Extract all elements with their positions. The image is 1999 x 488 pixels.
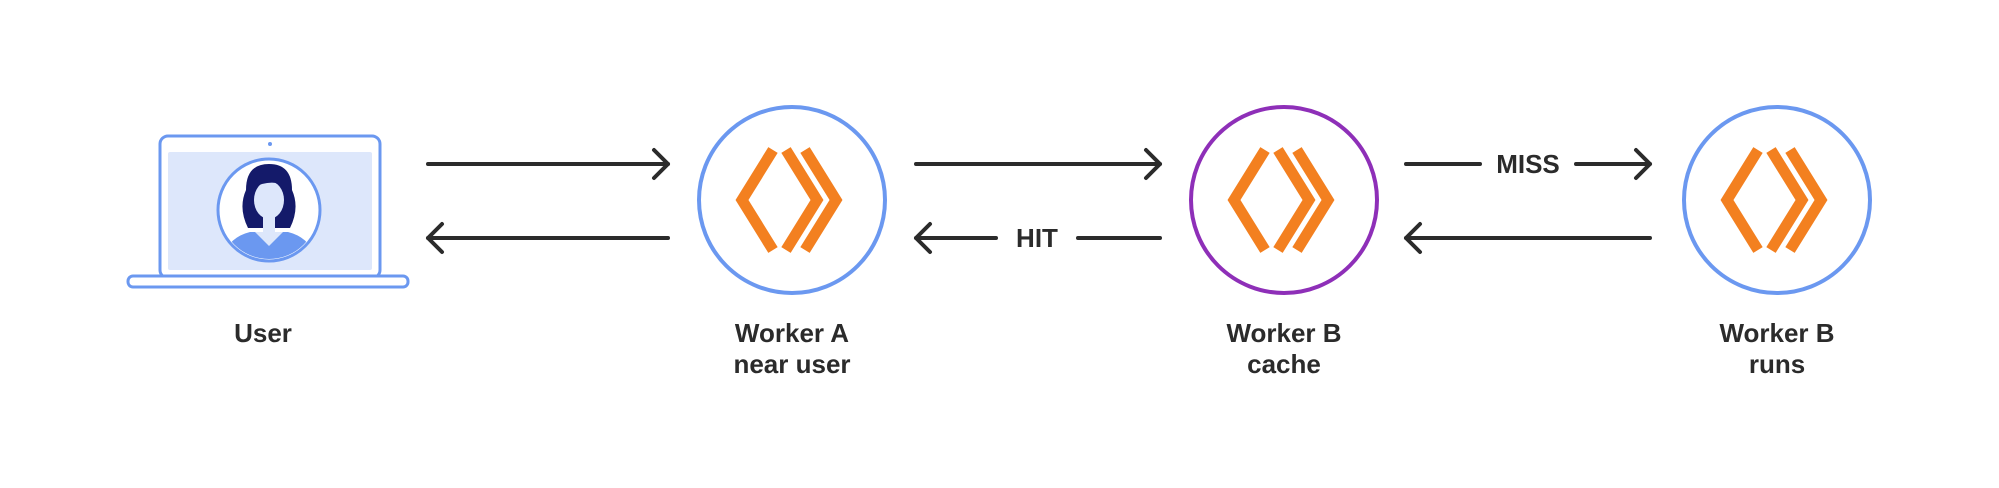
cloudflare-workers-logo-icon	[1227, 147, 1335, 253]
node-label-worker-b-cache-line-1: Worker B	[1226, 318, 1341, 348]
worker-b-runs-ring	[1682, 105, 1872, 295]
laptop-user-icon	[126, 134, 410, 289]
worker-b-cache-ring	[1189, 105, 1379, 295]
node-label-worker-b-cache-line-2: cache	[1247, 349, 1321, 379]
edge-worker-b-runs-to-worker-b-cache	[1404, 222, 1652, 254]
cloudflare-workers-logo-icon	[1720, 147, 1828, 253]
arrowhead-left-icon	[914, 222, 932, 254]
edge-label-hit: HIT	[1016, 223, 1058, 253]
avatar-neck	[263, 214, 275, 232]
edge-worker-b-cache-to-worker-a: HIT	[914, 222, 1162, 254]
node-label-user-line-1: User	[234, 318, 292, 348]
node-worker-a: Worker A near user	[697, 105, 887, 379]
edge-worker-a-to-worker-b-cache	[914, 148, 1162, 180]
node-label-worker-a-line-1: Worker A	[735, 318, 849, 348]
avatar-face	[254, 181, 284, 219]
laptop-base	[126, 274, 410, 289]
arrowhead-left-icon	[426, 222, 444, 254]
arrowhead-left-icon	[1404, 222, 1422, 254]
edge-worker-a-to-user	[426, 222, 670, 254]
cloudflare-workers-logo-icon	[735, 147, 843, 253]
arrowhead-right-icon	[652, 148, 670, 180]
arrowhead-right-icon	[1634, 148, 1652, 180]
node-label-worker-b-runs-line-1: Worker B	[1719, 318, 1834, 348]
user-avatar-icon	[216, 157, 322, 263]
node-label-worker-a-line-2: near user	[733, 349, 850, 379]
avatar-collar	[255, 232, 283, 246]
node-label-worker-b-runs-line-2: runs	[1749, 349, 1805, 379]
edge-user-to-worker-a	[426, 148, 670, 180]
laptop-camera-dot	[268, 142, 272, 146]
edge-worker-b-cache-to-worker-b-runs: MISS	[1404, 148, 1652, 180]
node-worker-b-runs: Worker B runs	[1682, 105, 1872, 379]
worker-a-ring	[697, 105, 887, 295]
arrowhead-right-icon	[1144, 148, 1162, 180]
node-worker-b-cache: Worker B cache	[1189, 105, 1379, 379]
edge-label-miss: MISS	[1496, 149, 1560, 179]
node-user: User	[126, 134, 410, 348]
avatar-hair-fringe	[252, 172, 287, 192]
